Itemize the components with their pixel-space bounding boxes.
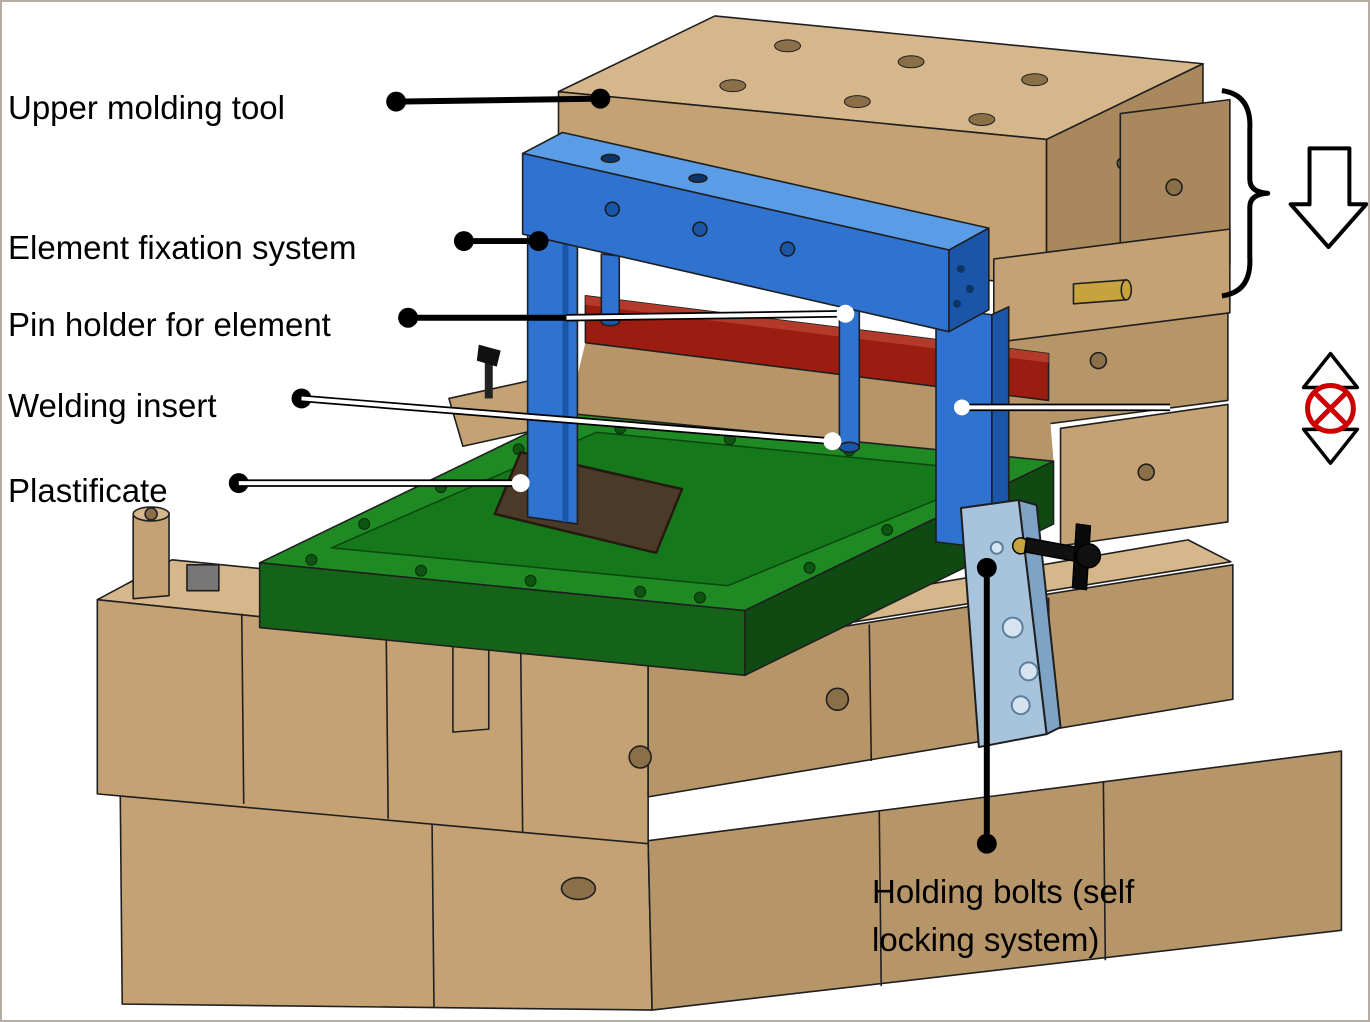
lower-tool-strip	[568, 342, 1054, 462]
brass-hinge-pin	[1072, 279, 1133, 305]
fixation-beam-screws	[600, 153, 796, 257]
base-bottom-slab-right-face	[647, 750, 1343, 1011]
fixation-beam-end-holes	[952, 264, 974, 308]
element-fixation-frame	[521, 131, 1010, 550]
clamp-lever	[476, 344, 501, 399]
label-welding-insert: Welding insert	[8, 387, 217, 424]
leader-upper-molding-tool	[386, 88, 611, 112]
down-arrow-icon	[1288, 146, 1368, 250]
base-bore-hole	[560, 876, 597, 901]
guide-post-left	[132, 506, 170, 600]
leader-pin-holder	[398, 304, 855, 328]
leader-lower-tool-fixed	[953, 399, 1171, 416]
label-upper-molding-tool: Upper molding tool	[8, 89, 285, 126]
clamp-plate	[186, 563, 220, 592]
label-holding-bolts: Holding bolts (self locking system)	[872, 873, 1135, 958]
leader-welding-insert	[291, 388, 842, 451]
leader-holding-bolts	[976, 557, 997, 854]
label-element-fixation-system: Element fixation system	[8, 229, 357, 266]
label-pin-holder-for-element: Pin holder for element	[8, 306, 331, 343]
label-plastificate: Plastificate	[8, 472, 168, 509]
leader-lines	[228, 88, 1171, 854]
leader-plastificate	[228, 473, 530, 494]
no-vertical-movement-icon	[1301, 351, 1360, 465]
holding-bolt-bracket	[959, 499, 1102, 749]
annotation-symbols	[1221, 88, 1368, 465]
leader-element-fixation	[453, 231, 549, 252]
element-pin-long	[838, 307, 861, 454]
bracket-holes	[989, 540, 1039, 716]
brace-icon	[1221, 88, 1271, 299]
upper-tool-top-holes	[719, 39, 1049, 127]
locking-knob	[1011, 523, 1102, 591]
fixation-left-leg	[526, 233, 579, 525]
